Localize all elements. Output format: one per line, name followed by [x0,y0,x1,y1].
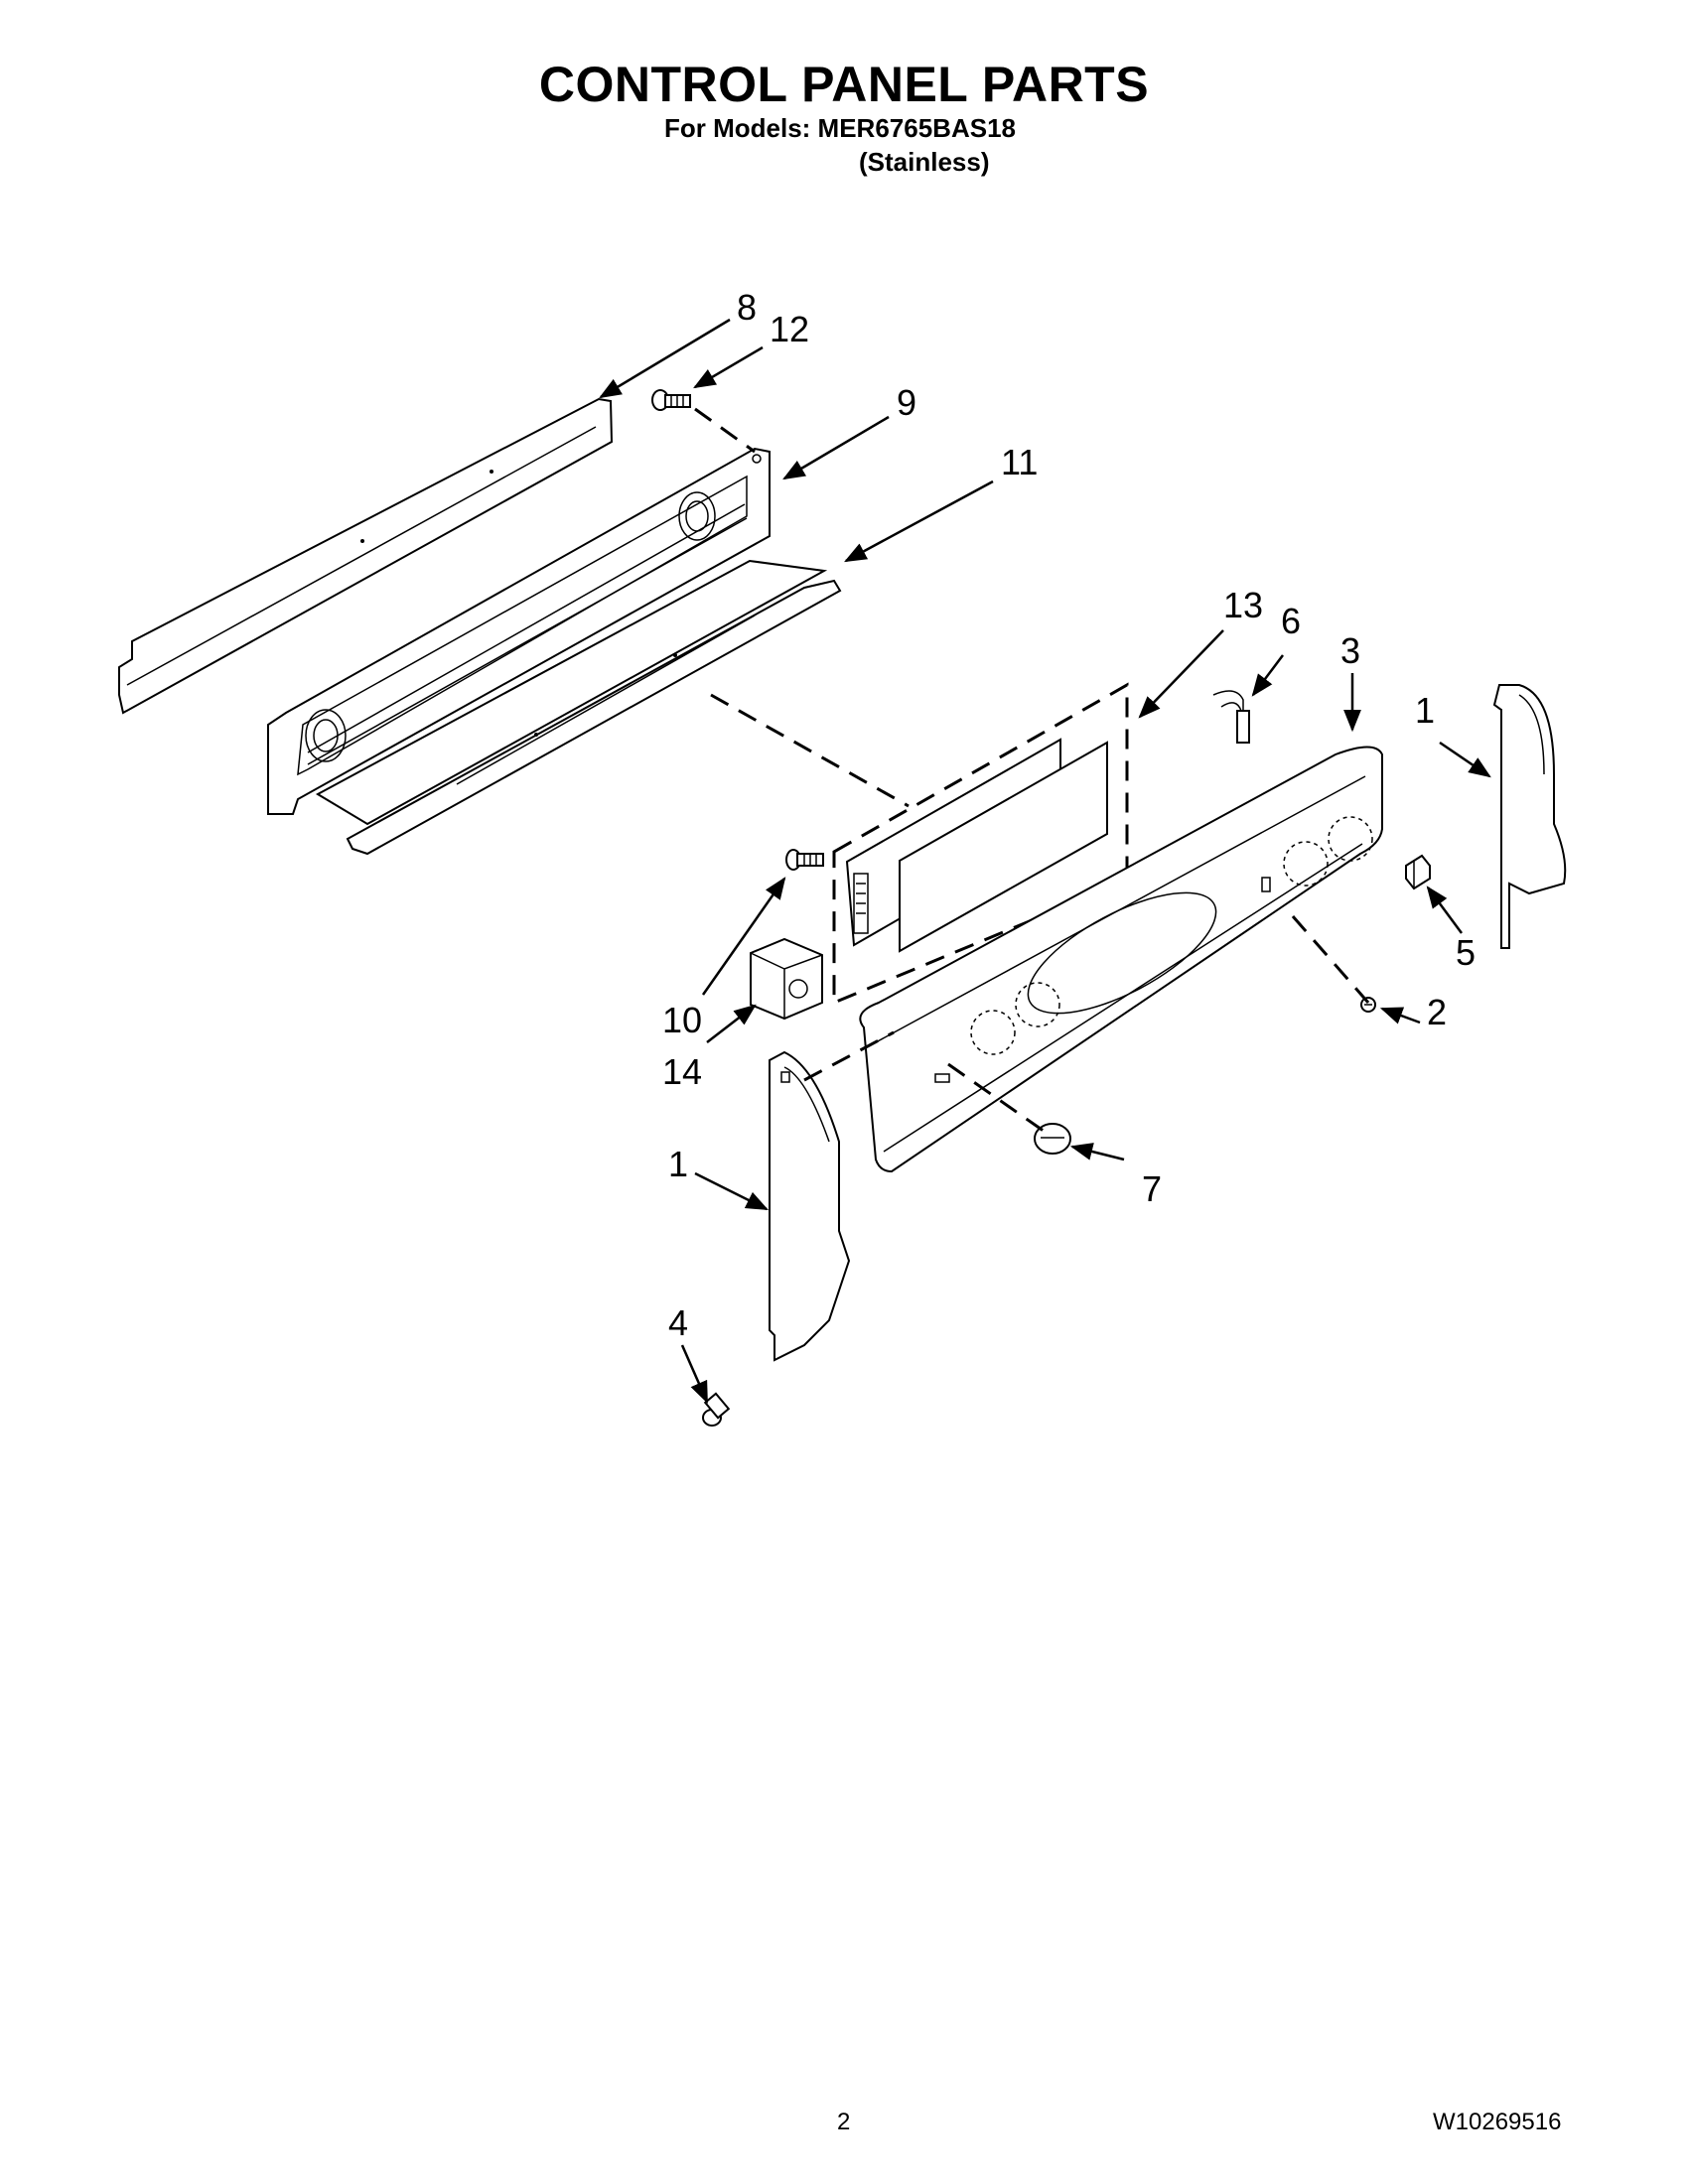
callout-9: 9 [897,382,916,423]
callout-2: 2 [1427,992,1447,1032]
part-9-backguard-frame [267,447,771,815]
leader-arrows [599,318,1491,1405]
part-1-right-end-cap [1492,684,1567,949]
callout-1-left: 1 [668,1144,688,1184]
part-8-rear-cover [118,397,614,715]
finish-label: (Stainless) [859,147,990,177]
part-13-control-board [832,682,1129,1006]
part-10-screw [785,849,824,871]
callout-8: 8 [737,287,757,328]
callout-13: 13 [1223,585,1263,625]
callout-14: 14 [662,1051,702,1092]
part-5-rocker-switch [1405,854,1431,890]
callout-5: 5 [1456,932,1476,973]
part-2-screw [1360,997,1376,1013]
callout-7: 7 [1142,1168,1162,1209]
callout-1-right: 1 [1415,690,1435,731]
page-number: 2 [837,2109,851,2135]
callout-11: 11 [1001,442,1038,482]
models-line: For Models: MER6765BAS18 [664,113,1016,143]
callout-6: 6 [1281,601,1301,641]
callout-10: 10 [662,1000,702,1040]
part-14-switch [750,937,823,1021]
page-title: CONTROL PANEL PARTS [538,57,1150,112]
document-number: W10269516 [1433,2109,1562,2135]
part-6-wire-harness [1212,690,1250,744]
callout-12: 12 [770,309,809,349]
assembly-lines [694,407,1370,1136]
part-3-control-console [859,746,1383,1173]
callout-labels: 8 12 9 11 13 6 3 1 5 2 10 14 1 7 4 [662,287,1476,1343]
part-1-left-end-cap [769,1050,851,1362]
part-11-lower-shield [315,559,842,856]
part-7-knob [1034,1123,1071,1155]
part-4-screw [702,1392,731,1427]
part-12-screw [651,389,691,411]
callout-3: 3 [1340,630,1360,671]
callout-4: 4 [668,1302,688,1343]
